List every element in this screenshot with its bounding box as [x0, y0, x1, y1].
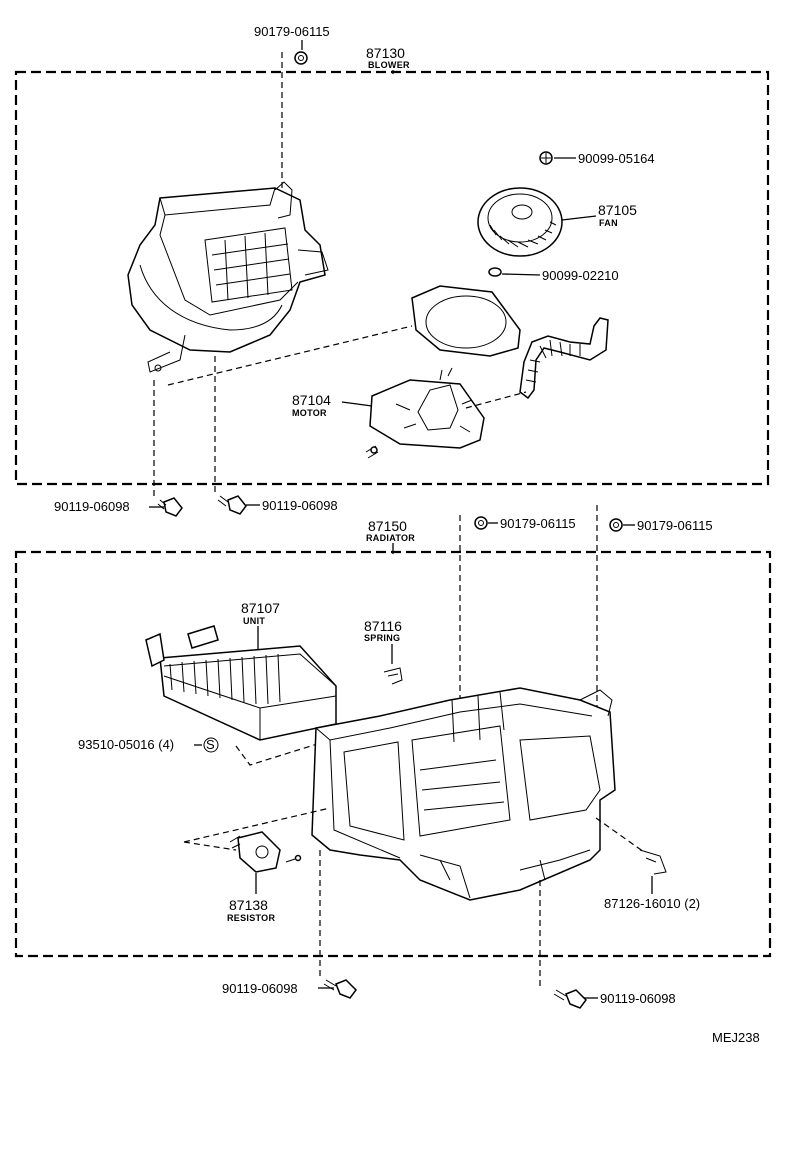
- bolt-bottom1-label: 90119-06098: [222, 981, 298, 996]
- motor-screw-icon: [365, 445, 379, 459]
- clip-label: 87126-16010 (2): [604, 896, 700, 911]
- blower-case-drawing: [127, 181, 329, 373]
- heater-unit-drawing: [145, 625, 337, 741]
- figure-code: MEJ238: [712, 1030, 760, 1045]
- resistor-guide: [183, 807, 331, 851]
- spring-name: SPRING: [364, 633, 400, 643]
- screw-mid2-icon: [609, 518, 623, 532]
- blower-guide-1: [167, 325, 413, 386]
- bolt-bottom1-icon: [323, 979, 357, 999]
- resistor-name: RESISTOR: [227, 913, 275, 923]
- washer-fan-icon: [488, 267, 502, 277]
- nut-fan-icon: [539, 151, 553, 165]
- washer-fan-leader: [501, 273, 541, 276]
- gasket-drawing: [411, 285, 521, 357]
- blower-group-boundary: [14, 70, 770, 486]
- motor-drawing: [369, 367, 485, 449]
- resistor-drawing: [229, 831, 281, 873]
- spring-number: 87116: [364, 618, 402, 634]
- bolt-bottom2-label: 90119-06098: [600, 991, 676, 1006]
- hose-drawing: [519, 317, 609, 400]
- unit-number: 87107: [241, 600, 280, 616]
- fan-number: 87105: [598, 202, 637, 218]
- screw-unit-guide: [235, 739, 331, 766]
- motor-leader: [341, 401, 373, 407]
- blower-guide-2: [465, 391, 527, 409]
- fan-leader: [561, 215, 597, 221]
- screw-unit-mark-circle: [203, 737, 219, 753]
- screw-mid2-label: 90179-06115: [637, 518, 713, 533]
- bolt-left1-label: 90119-06098: [54, 499, 130, 514]
- screw-mid1-icon: [474, 516, 488, 530]
- resistor-number: 87138: [229, 897, 268, 913]
- nut-fan-label: 90099-05164: [578, 151, 655, 166]
- radiator-group-name: RADIATOR: [366, 533, 415, 543]
- spring-drawing: [383, 667, 403, 685]
- unit-name: UNIT: [243, 616, 265, 626]
- screw-top-icon: [294, 51, 308, 65]
- motor-name: MOTOR: [292, 408, 327, 418]
- motor-number: 87104: [292, 392, 331, 408]
- bolt-bottom2-icon: [553, 989, 587, 1009]
- blower-group-number: 87130: [366, 45, 405, 61]
- clip-guide: [595, 817, 645, 853]
- bolt-left1-icon: [157, 497, 183, 517]
- heater-case-drawing: [311, 687, 616, 901]
- radiator-group-boundary: [14, 550, 772, 958]
- screw-unit-mark: S: [206, 737, 215, 752]
- blower-group-name: BLOWER: [368, 60, 410, 70]
- bolt-left2-icon: [217, 495, 247, 515]
- clip-drawing: [639, 849, 667, 875]
- screw-mid1-label: 90179-06115: [500, 516, 576, 531]
- resistor-screw-icon: [285, 854, 302, 863]
- washer-fan-label: 90099-02210: [542, 268, 619, 283]
- fan-name: FAN: [599, 218, 618, 228]
- screw-unit-label: 93510-05016 (4): [78, 737, 174, 752]
- radiator-group-number: 87150: [368, 518, 407, 534]
- fan-drawing: [477, 187, 563, 257]
- screw-top-label: 90179-06115: [254, 24, 330, 39]
- bolt-left2-label: 90119-06098: [262, 498, 338, 513]
